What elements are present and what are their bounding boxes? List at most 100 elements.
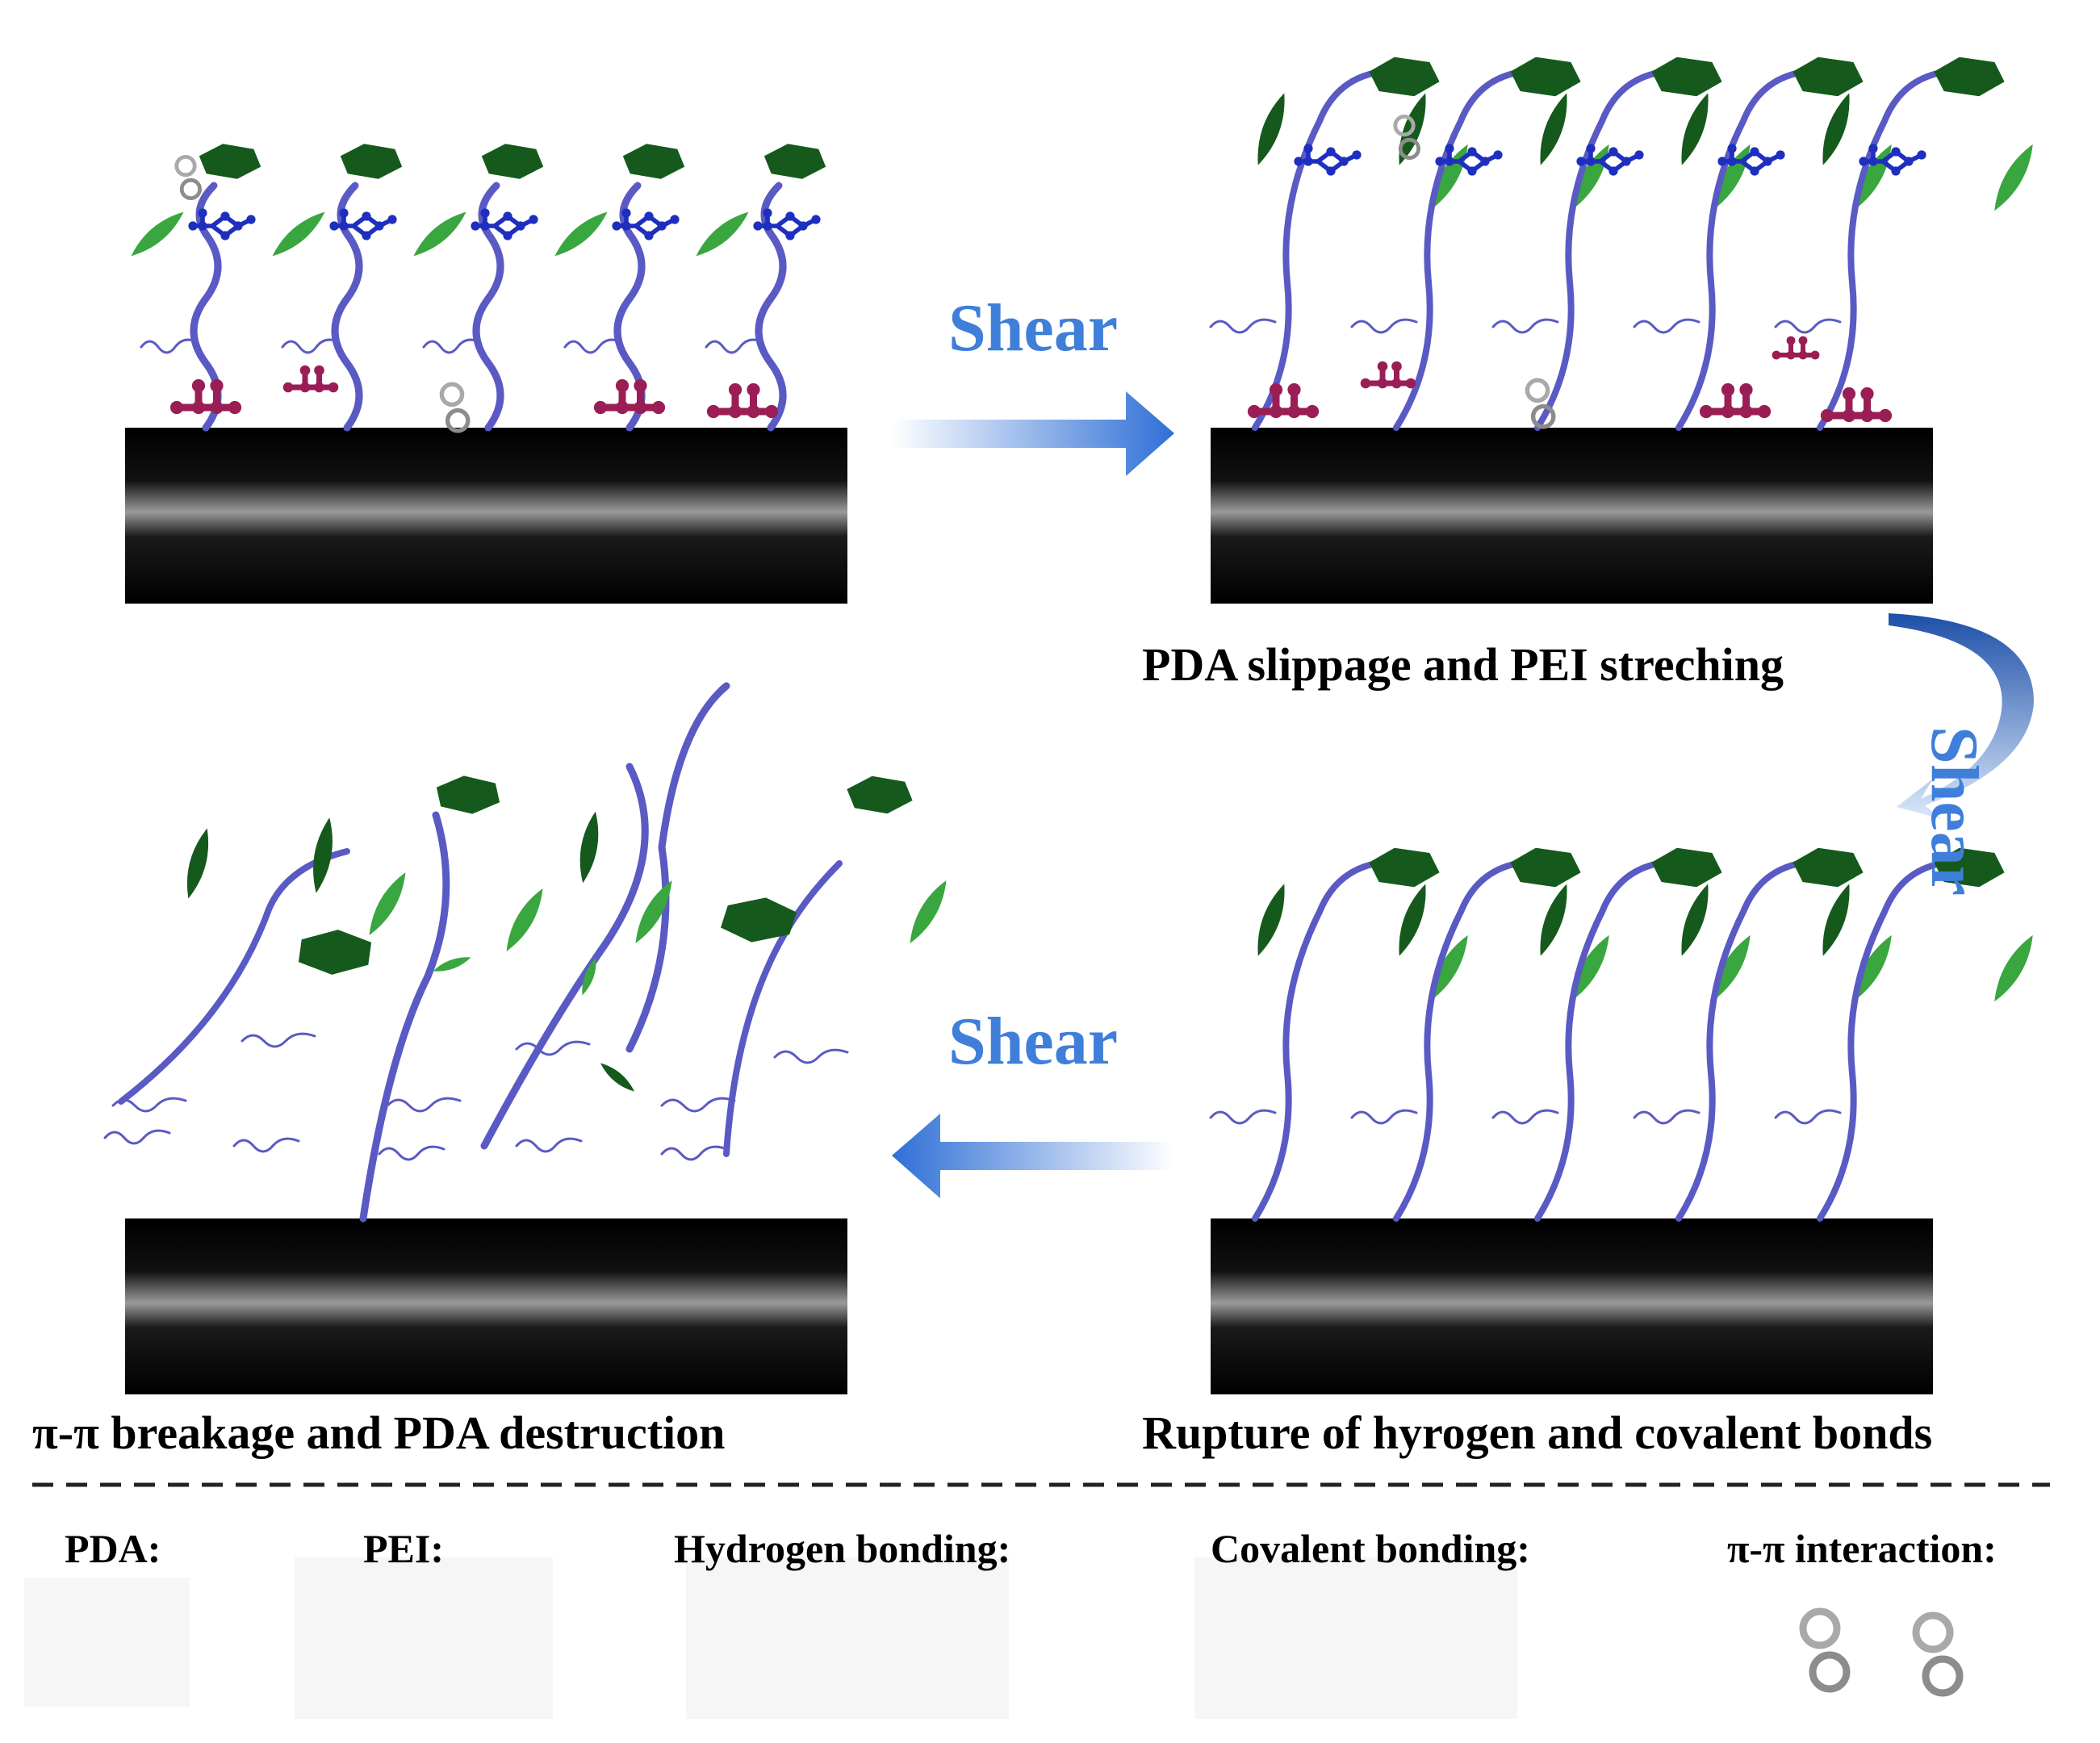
hydrogen-bond-marker xyxy=(1576,144,1644,176)
covalent-atom xyxy=(169,400,184,415)
hydrogen-bond-marker xyxy=(1294,144,1362,176)
covalent-bond-marker xyxy=(282,365,339,393)
pda-sheet xyxy=(1651,847,1722,888)
pi-pi-marker xyxy=(1393,114,1421,161)
hydrogen-atom xyxy=(480,208,490,218)
pei-strand xyxy=(1534,860,1662,1222)
legend-label-pi-pi: π-π interaction: xyxy=(1727,1526,1997,1571)
pda-sheet xyxy=(340,144,403,179)
fiber-substrate xyxy=(1211,428,1933,604)
pda-flake xyxy=(369,872,406,935)
pei-strand xyxy=(625,682,730,1053)
pda-flake xyxy=(313,817,333,893)
pda-flake-shape xyxy=(1712,144,1751,211)
pda-flake xyxy=(1822,93,1850,165)
pda-sheet xyxy=(1793,847,1864,888)
hydrogen-atom xyxy=(503,211,512,221)
pda-flake xyxy=(1994,934,2033,1002)
pda-flake-shape xyxy=(1399,884,1426,956)
hydrogen-atom xyxy=(362,231,371,240)
pda-sheet xyxy=(622,144,685,179)
covalent-atom xyxy=(1739,404,1753,419)
pda-flake xyxy=(186,828,209,899)
aromatic-ring xyxy=(1922,1655,1964,1697)
covalent-atom xyxy=(1786,350,1796,360)
hydrogen-atom xyxy=(1763,157,1772,166)
covalent-atom xyxy=(1287,404,1301,419)
pda-flake-shape xyxy=(1681,93,1709,165)
shear-label-bottom: Shear xyxy=(948,1004,1118,1079)
pda-flake-shape xyxy=(1712,934,1751,1002)
hydrogen-atom xyxy=(1445,157,1454,166)
covalent-bond-line xyxy=(1253,389,1313,416)
hydrogen-atom xyxy=(1303,157,1313,166)
pda-flake-shape xyxy=(910,880,947,943)
aromatic-ring xyxy=(1912,1611,1954,1653)
hydrogen-atom xyxy=(1717,157,1727,166)
hydrogen-bond-marker xyxy=(471,208,538,240)
pda-flake xyxy=(582,957,596,996)
pda-sheet xyxy=(847,775,913,814)
pda-flake-shape xyxy=(600,1063,635,1092)
pei-strand xyxy=(1774,1109,1842,1125)
pda-flake xyxy=(1257,93,1285,165)
pda-sheet xyxy=(199,144,261,179)
aromatic-ring xyxy=(1398,137,1421,161)
hydrogen-atom xyxy=(1339,157,1349,166)
hydrogen-bond-marker xyxy=(1859,144,1926,176)
covalent-atom xyxy=(615,378,630,393)
pda-sheet xyxy=(436,775,500,814)
covalent-atom xyxy=(299,382,311,393)
pda-flake xyxy=(635,880,672,943)
fiber-substrate xyxy=(125,428,847,604)
aromatic-ring xyxy=(445,408,471,433)
caption-top-right: PDA slippage and PEI streching xyxy=(1142,638,1784,691)
pei-strand xyxy=(1774,318,1842,334)
pda-flake xyxy=(506,888,543,951)
aromatic-ring xyxy=(1809,1651,1851,1693)
pda-flake-shape xyxy=(1681,884,1709,956)
aromatic-ring xyxy=(179,178,203,201)
pi-pi-marker xyxy=(1912,1611,1964,1697)
covalent-bond-line xyxy=(1705,389,1765,416)
pda-flake-shape xyxy=(582,957,596,996)
pda-flake xyxy=(1994,144,2033,211)
hydrogen-atom xyxy=(811,215,821,224)
pei-strand xyxy=(1209,1109,1277,1125)
hydrogen-atom xyxy=(785,211,795,221)
pda-flake-shape xyxy=(1994,144,2033,211)
covalent-atom xyxy=(1842,408,1856,423)
covalent-atom xyxy=(1798,350,1808,360)
covalent-bond-line xyxy=(1776,340,1816,358)
covalent-bond-marker xyxy=(1699,382,1772,419)
pei-strand xyxy=(1350,318,1418,334)
pei-strand xyxy=(1817,69,1944,431)
hydrogen-bond-marker xyxy=(1717,144,1785,176)
pda-sheet xyxy=(763,144,826,179)
pda-flake-shape xyxy=(1822,93,1850,165)
pda-sheet xyxy=(1934,847,2005,888)
hydrogen-atom xyxy=(503,231,512,240)
covalent-atom xyxy=(1860,408,1874,423)
pda-flake-shape xyxy=(579,811,599,884)
hydrogen-atom xyxy=(1891,147,1901,157)
hydrogen-atom xyxy=(198,208,207,218)
pda-sheet xyxy=(1510,56,1581,97)
shear-arrow-right xyxy=(892,391,1174,476)
pei-strand xyxy=(480,763,649,1150)
hydrogen-atom xyxy=(1326,147,1336,157)
hydrogen-atom xyxy=(1750,166,1759,176)
pda-flake xyxy=(1712,144,1751,211)
hydrogen-atom xyxy=(1435,157,1445,166)
covalent-atom xyxy=(282,382,294,393)
covalent-atom xyxy=(1721,382,1735,397)
pei-strand xyxy=(140,338,199,354)
aromatic-ring xyxy=(1799,1607,1841,1649)
aromatic-ring xyxy=(1525,378,1550,403)
covalent-bond-marker xyxy=(593,378,666,415)
pda-sheet xyxy=(1510,847,1581,888)
covalent-atom xyxy=(1820,408,1834,423)
pei-strand xyxy=(281,338,341,354)
pda-sheet xyxy=(298,930,372,975)
